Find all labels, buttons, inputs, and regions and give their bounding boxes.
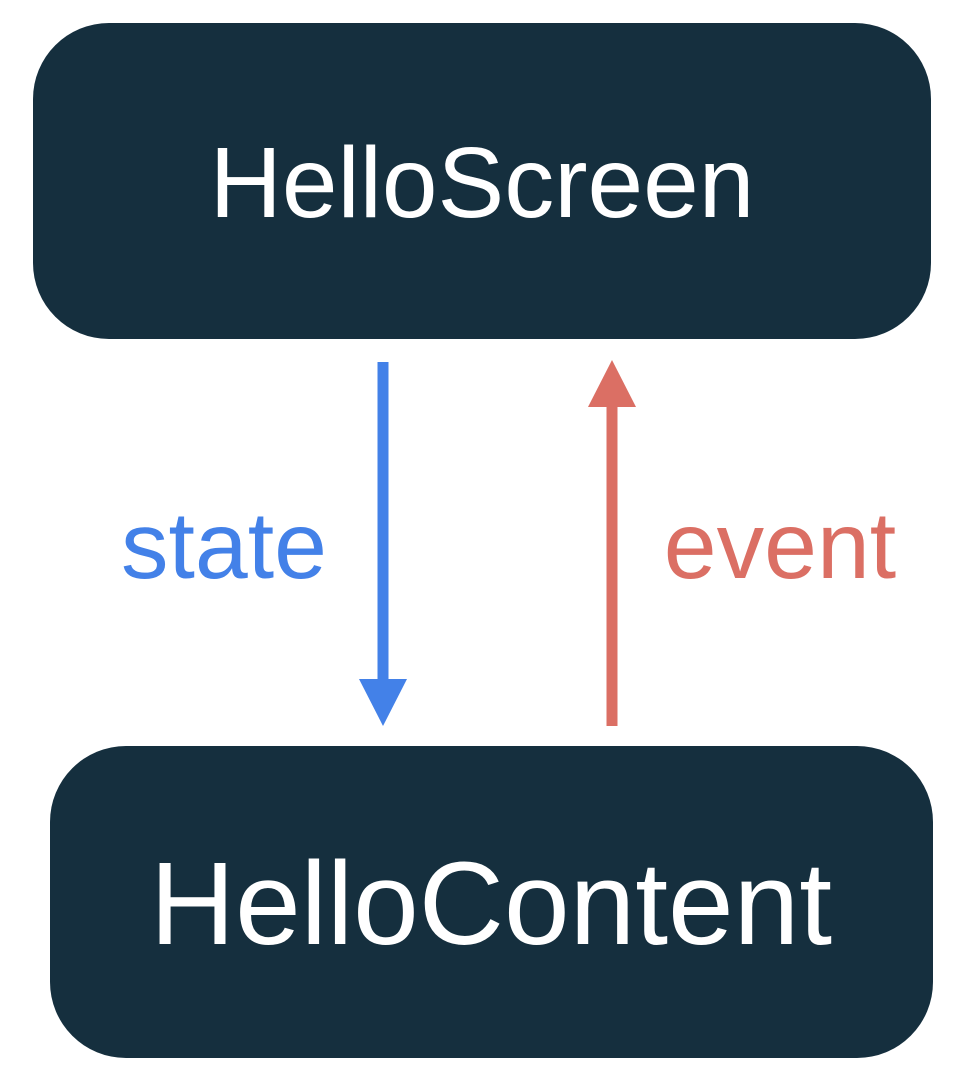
hello-content-label: HelloContent <box>150 838 832 970</box>
event-edge-label: event <box>664 493 896 599</box>
state-edge-label: state <box>121 493 327 599</box>
hello-screen-label: HelloScreen <box>210 127 755 239</box>
node-hello-content: HelloContent <box>50 746 933 1058</box>
hello-content-box <box>50 746 933 1058</box>
edge-event: event <box>588 360 896 726</box>
state-arrow-down-head-icon <box>359 679 407 726</box>
hello-screen-box <box>33 23 931 339</box>
node-hello-screen: HelloScreen <box>33 23 931 339</box>
edge-state: state <box>121 362 407 726</box>
event-arrow-up-head-icon <box>588 360 636 407</box>
